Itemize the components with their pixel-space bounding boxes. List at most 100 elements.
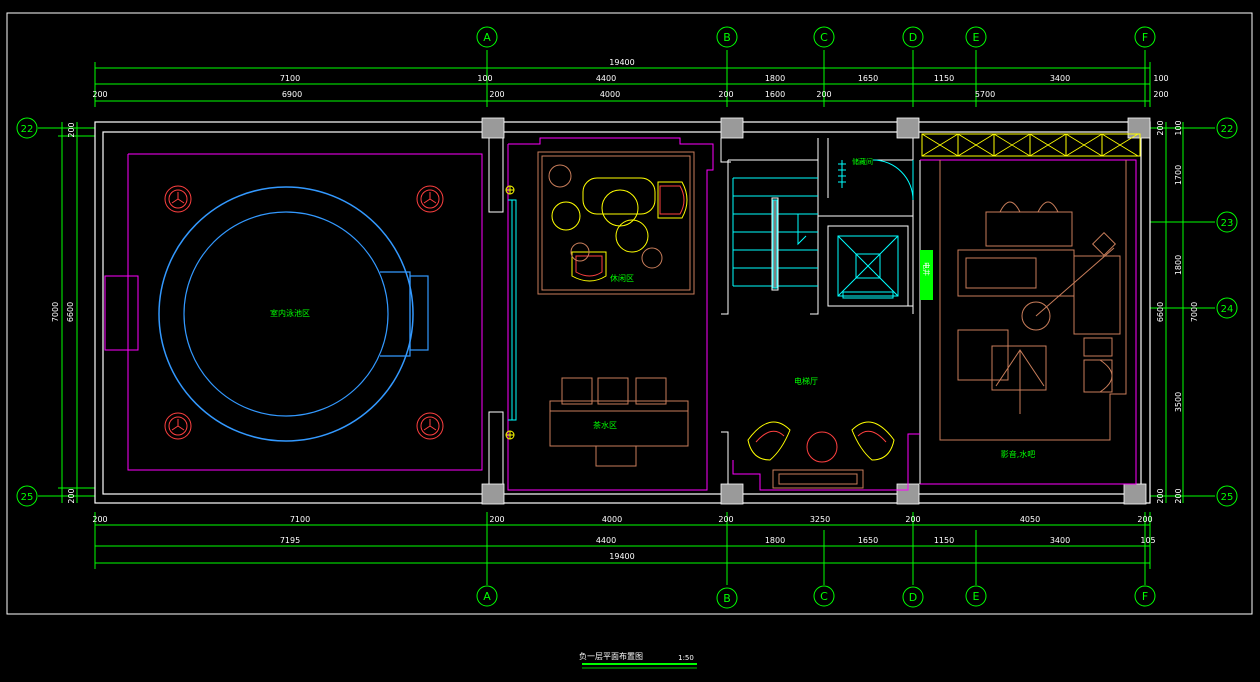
dim-left-7000: 7000	[51, 302, 60, 322]
dim-right-100: 100	[1174, 120, 1183, 135]
bar-room	[920, 133, 1141, 485]
dim-top-3400: 3400	[1050, 74, 1070, 83]
lounge-outline	[507, 137, 714, 491]
elevator	[837, 235, 899, 299]
dim-top-7100: 7100	[280, 74, 300, 83]
dim-top-4400: 4400	[596, 74, 616, 83]
dim-right-7000: 7000	[1190, 302, 1199, 322]
dim-bot-4050: 4050	[1020, 515, 1040, 524]
elevator-hall	[732, 421, 920, 491]
axis-bot-B: B	[723, 592, 731, 605]
dim-bot-4000: 4000	[602, 515, 622, 524]
top-grid-bubbles	[476, 26, 1156, 48]
bottom-grid-bubbles	[476, 585, 1156, 609]
axis-right-25: 25	[1221, 492, 1234, 503]
dim-top-100b: 100	[1153, 74, 1168, 83]
axis-bot-D: D	[909, 591, 917, 604]
dim-left-6600: 6600	[66, 302, 75, 322]
axis-top-C: C	[820, 31, 828, 44]
storage-door	[872, 159, 914, 201]
columns	[481, 117, 1151, 505]
dim-top-1600: 1600	[765, 90, 785, 99]
room-label-tea: 茶水区	[593, 420, 617, 430]
wall-outlets	[505, 185, 515, 440]
dim-bot-1800: 1800	[765, 536, 785, 545]
tea-area	[549, 377, 689, 467]
drawing-title: 负一层平面布置图	[579, 651, 643, 661]
dim-bot-200b: 200	[489, 515, 504, 524]
room-label-storage: 储藏间	[852, 157, 873, 166]
dim-top-6900: 6900	[282, 90, 302, 99]
dim-bot-3250: 3250	[810, 515, 830, 524]
exterior-walls	[94, 121, 1151, 504]
top-dimensions	[94, 50, 1151, 107]
dim-top-200a: 200	[92, 90, 107, 99]
axis-right-23: 23	[1221, 218, 1234, 229]
interior-walls	[488, 138, 921, 484]
drawing-frame	[6, 12, 1253, 615]
electric-well-green	[920, 250, 933, 300]
pool-lamp-4	[416, 412, 444, 440]
dim-top-200b: 200	[489, 90, 504, 99]
dim-bot-200e: 200	[1137, 515, 1152, 524]
dim-right-1800: 1800	[1174, 255, 1183, 275]
axis-left-25: 25	[21, 492, 34, 503]
dim-bot-105: 105	[1140, 536, 1155, 545]
drawing-scale: 1:50	[678, 654, 694, 662]
right-dimensions	[1150, 122, 1215, 503]
room-label-rest: 休闲区	[610, 273, 634, 283]
axis-top-D: D	[909, 31, 917, 44]
dim-bot-7100: 7100	[290, 515, 310, 524]
dim-bot-3400: 3400	[1050, 536, 1070, 545]
dim-top-5700: 5700	[975, 90, 995, 99]
dim-top-200c: 200	[718, 90, 733, 99]
dim-bot-4400: 4400	[596, 536, 616, 545]
bottom-dimensions	[94, 512, 1151, 585]
dim-bot-200c: 200	[718, 515, 733, 524]
rest-area	[537, 151, 695, 295]
pool-lamp-1	[164, 185, 192, 213]
pool-lamp-3	[164, 412, 192, 440]
axis-left-22: 22	[21, 124, 34, 135]
dim-top-1800: 1800	[765, 74, 785, 83]
dim-bot-1150: 1150	[934, 536, 954, 545]
dim-left-200b: 200	[67, 488, 76, 503]
curtain-line	[508, 199, 517, 421]
axis-top-B: B	[723, 31, 731, 44]
axis-bot-E: E	[973, 590, 980, 603]
dim-right-1700: 1700	[1174, 165, 1183, 185]
dim-right-6600: 6600	[1156, 302, 1165, 322]
pool-lamp-2	[416, 185, 444, 213]
left-dimensions	[38, 122, 95, 503]
dim-bot-200a: 200	[92, 515, 107, 524]
right-grid-bubbles	[1216, 117, 1238, 507]
dim-right-200b: 200	[1174, 488, 1183, 503]
dim-bot-1650: 1650	[858, 536, 878, 545]
dim-top-1150: 1150	[934, 74, 954, 83]
axis-top-E: E	[973, 31, 980, 44]
dim-right-200c: 200	[1156, 488, 1165, 503]
room-label-pool: 室内泳池区	[270, 308, 310, 318]
stair	[732, 177, 818, 291]
axis-bot-C: C	[820, 590, 828, 603]
dim-bot-7195: 7195	[280, 536, 300, 545]
dim-top-100a: 100	[477, 74, 492, 83]
axis-right-24: 24	[1221, 304, 1234, 315]
pool-area	[104, 153, 483, 471]
dim-top-1650: 1650	[858, 74, 878, 83]
room-label-bar: 影音,水吧	[1001, 449, 1036, 459]
dim-bot-total: 19400	[609, 552, 634, 561]
storage-shelf	[838, 160, 846, 188]
dim-top-total: 19400	[609, 58, 634, 67]
dim-bot-200d: 200	[905, 515, 920, 524]
left-grid-bubbles	[16, 117, 38, 507]
dim-right-3500: 3500	[1174, 392, 1183, 412]
axis-top-A: A	[483, 31, 491, 44]
axis-bot-A: A	[483, 590, 491, 603]
room-label-well: 电井	[922, 262, 931, 276]
dim-left-200a: 200	[67, 122, 76, 137]
room-label-elevator-hall: 电梯厅	[794, 376, 818, 386]
axis-right-22: 22	[1221, 124, 1234, 135]
dim-right-200a: 200	[1156, 120, 1165, 135]
